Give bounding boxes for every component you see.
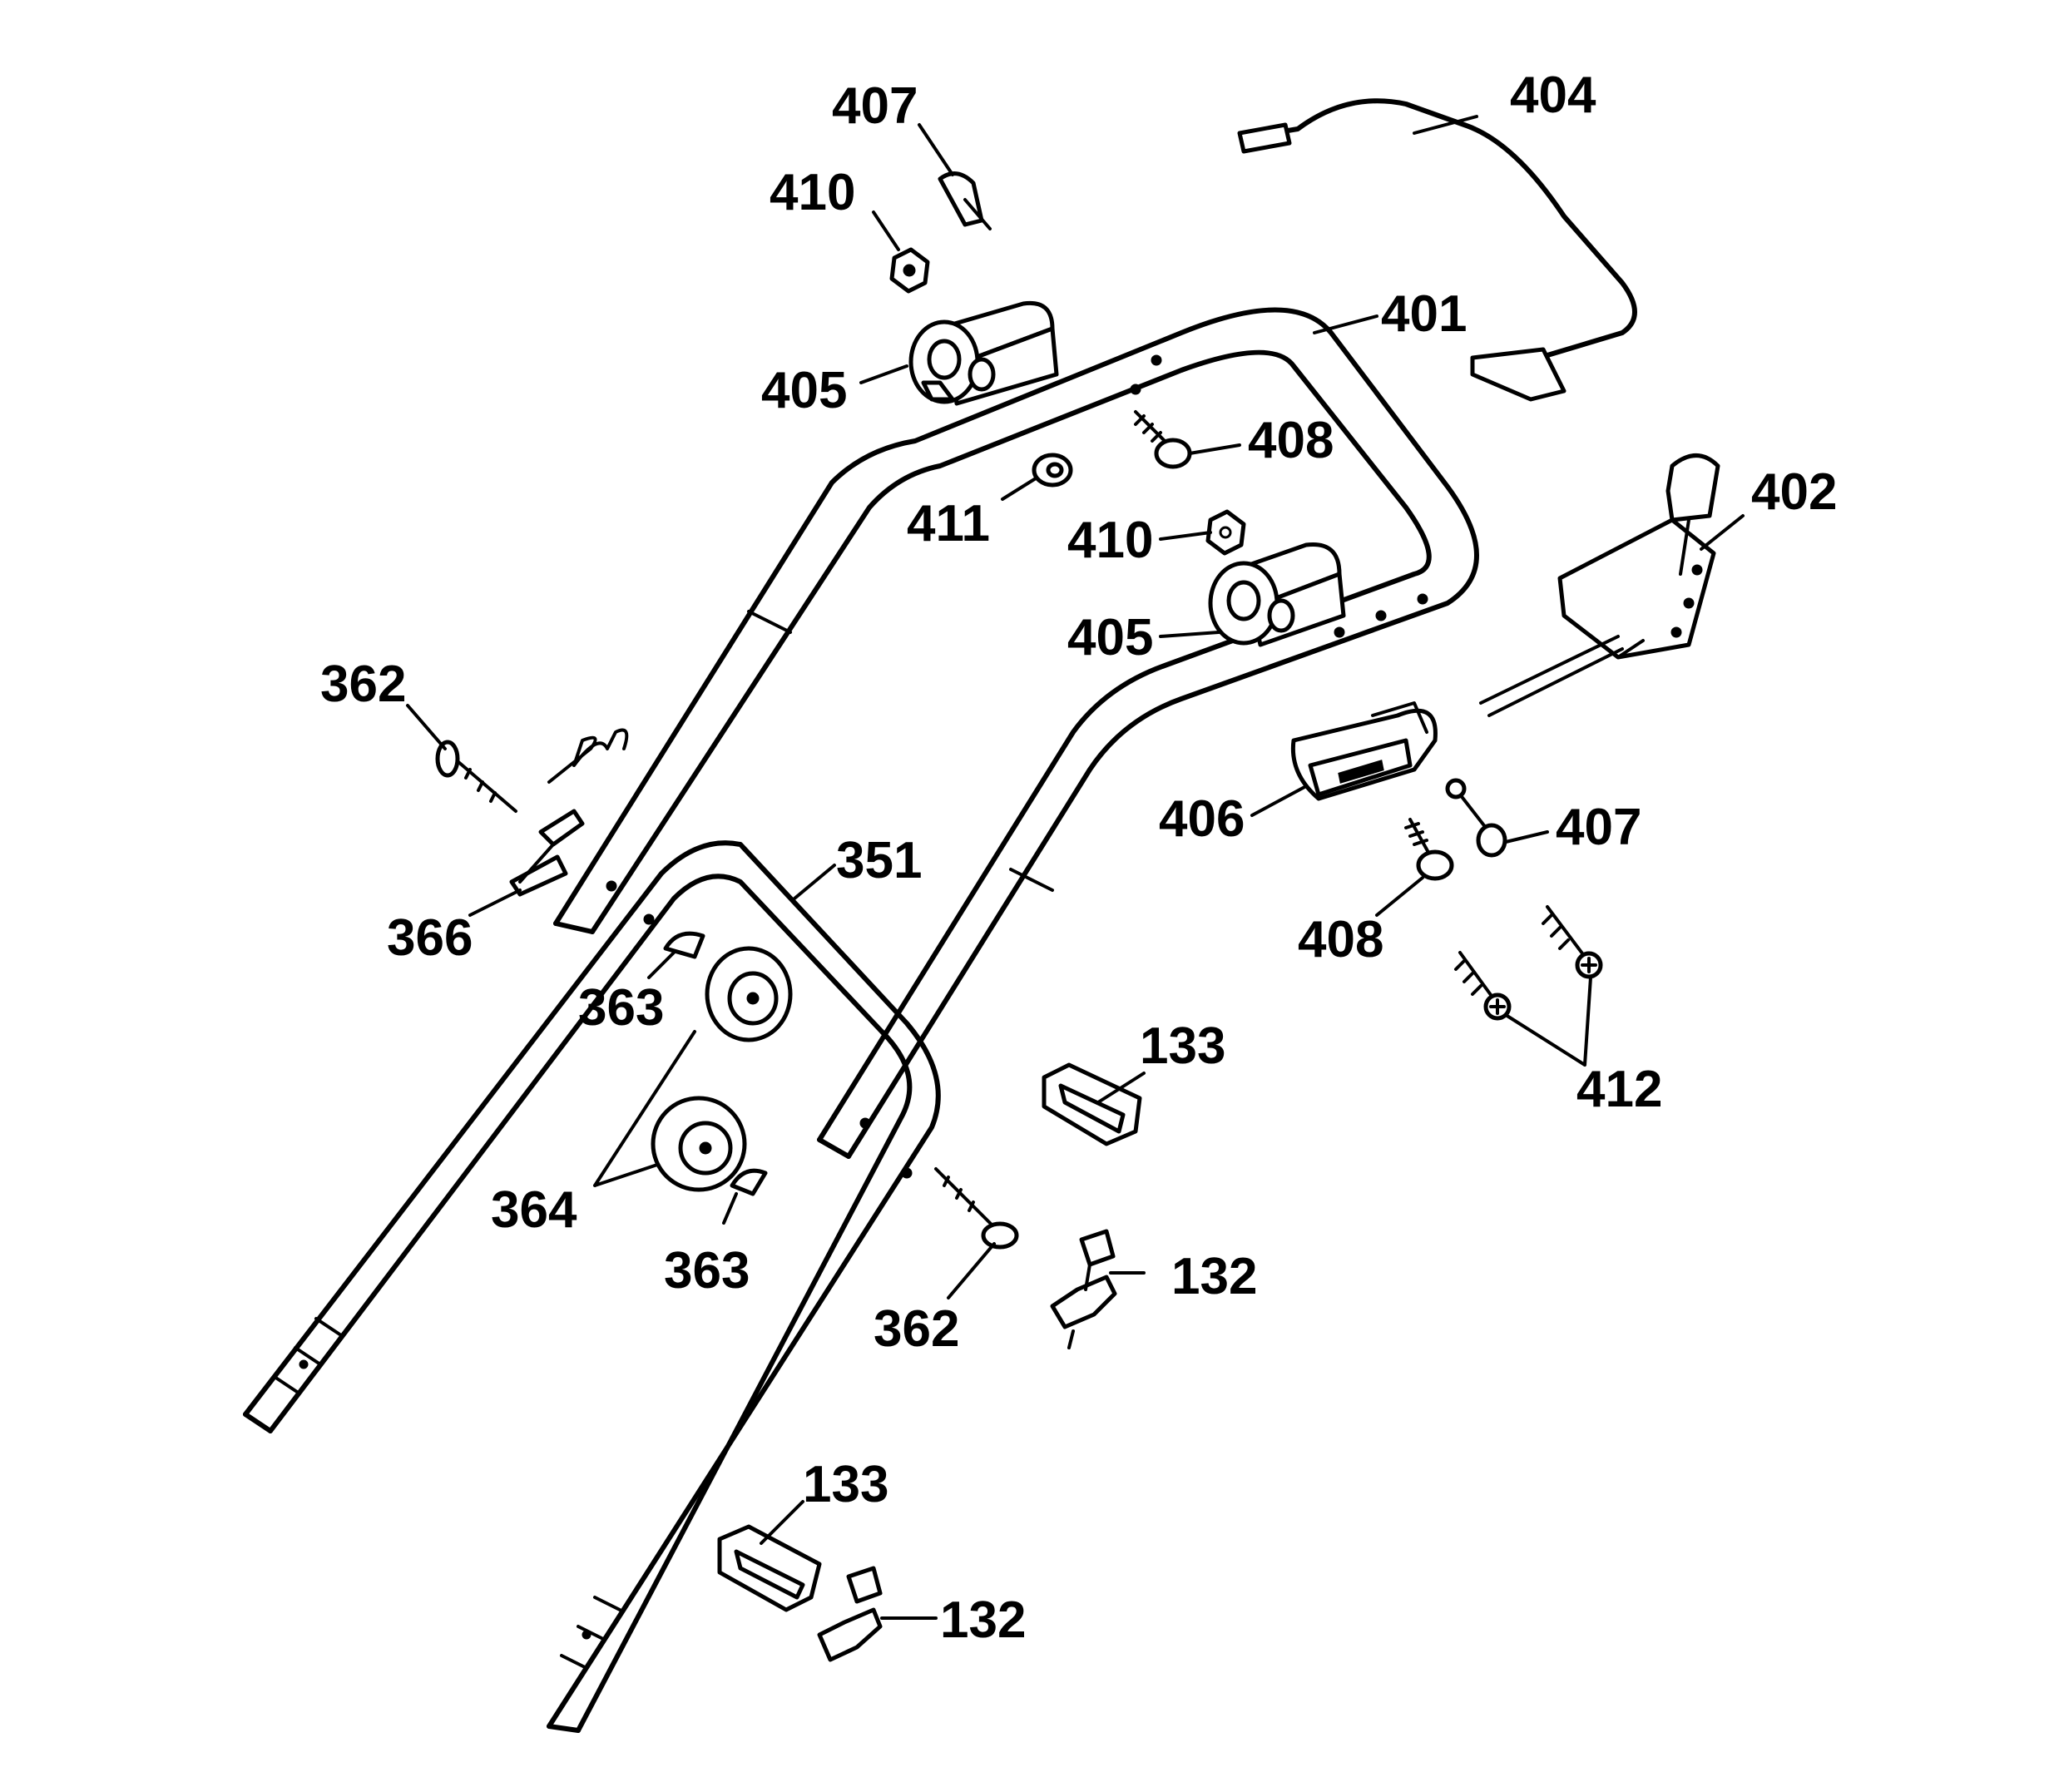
bolt-362-bottom	[934, 1167, 1019, 1250]
callout-132: 132	[940, 1592, 1026, 1649]
callout-351: 351	[836, 832, 922, 889]
washer-363-top	[663, 931, 705, 959]
callout-363: 363	[578, 979, 664, 1037]
callout-407: 407	[832, 77, 918, 135]
callout-132: 132	[1171, 1248, 1257, 1305]
pin-407-mid	[1445, 778, 1507, 858]
upper-handle-401	[553, 307, 1479, 1159]
clamp-405-mid	[1208, 542, 1346, 647]
screw-408-top	[1134, 410, 1192, 469]
callout-412: 412	[1576, 1061, 1662, 1118]
cover-133-top	[1042, 1062, 1142, 1146]
callout-404: 404	[1510, 67, 1596, 124]
control-box-406	[1290, 701, 1438, 801]
callout-410: 410	[1067, 512, 1153, 569]
washer-363-bottom	[730, 1168, 768, 1196]
knob-364-top	[705, 946, 793, 1042]
callout-402: 402	[1751, 463, 1837, 521]
callout-408: 408	[1248, 412, 1334, 469]
callout-407: 407	[1556, 799, 1641, 856]
callout-405: 405	[1067, 609, 1153, 666]
callout-133: 133	[1140, 1017, 1225, 1075]
callout-362: 362	[320, 656, 406, 713]
bolt-362-top	[435, 740, 517, 813]
callout-411: 411	[907, 495, 990, 552]
clip-132-bottom	[817, 1566, 883, 1662]
cover-133-bottom	[717, 1524, 822, 1612]
leader-lines	[406, 115, 1745, 1620]
latch-366	[509, 728, 629, 897]
callout-366: 366	[387, 909, 473, 967]
callout-405: 405	[761, 362, 847, 419]
knob-364-bottom	[651, 1096, 747, 1192]
clip-132-top	[1050, 1229, 1117, 1349]
screws-412	[1454, 905, 1603, 1021]
lower-handle-351	[243, 840, 941, 1733]
callout-364: 364	[491, 1181, 577, 1239]
bushing-411	[1032, 453, 1073, 488]
nut-410-top	[889, 247, 930, 294]
callout-133: 133	[803, 1456, 888, 1513]
callout-410: 410	[770, 164, 855, 221]
callout-408: 408	[1298, 911, 1383, 968]
callout-labels: 404 407 410 401 405 408 411 410 402 405 …	[320, 67, 1837, 1649]
control-rod-404	[1237, 98, 1637, 402]
callout-362: 362	[874, 1300, 959, 1358]
screw-408-mid	[1404, 818, 1454, 881]
nut-410-mid	[1205, 509, 1246, 556]
callout-406: 406	[1159, 790, 1245, 848]
clamp-405-top	[908, 300, 1059, 406]
callout-401: 401	[1381, 285, 1467, 343]
callout-363: 363	[664, 1242, 750, 1299]
bolt-407-top	[938, 171, 992, 230]
throttle-lever-402	[1479, 453, 1720, 717]
